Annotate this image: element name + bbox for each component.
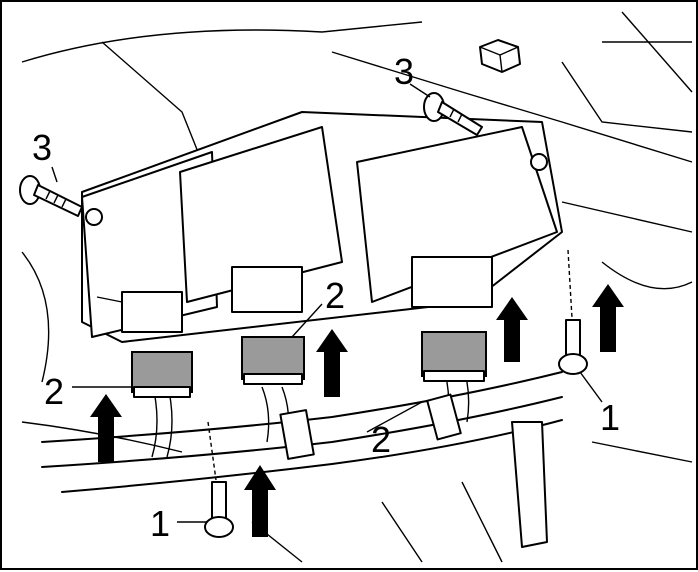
callout-2-mid: 2 xyxy=(325,275,346,316)
direction-arrows xyxy=(90,284,624,537)
callout-1-bottom: 1 xyxy=(150,503,171,544)
sensor-module-right xyxy=(356,126,558,308)
arrow-up-icon xyxy=(592,284,624,352)
bolt-3-top xyxy=(423,92,483,136)
bolt-1-right xyxy=(558,249,588,375)
arrow-up-icon xyxy=(90,394,122,462)
arrow-up-icon xyxy=(244,465,276,537)
arrow-up-icon xyxy=(496,297,528,362)
leader-lines xyxy=(51,83,603,523)
callout-1-right: 1 xyxy=(600,397,621,438)
connectors xyxy=(131,331,487,398)
callout-2-left: 2 xyxy=(44,371,65,412)
background-structure xyxy=(21,11,693,563)
sensor-module-left xyxy=(81,126,343,338)
callout-3-top: 3 xyxy=(394,51,415,92)
bolt-1-bottom xyxy=(204,421,234,538)
arrow-up-icon xyxy=(316,329,348,397)
bolt-3-left xyxy=(19,175,83,217)
callout-3-left: 3 xyxy=(32,127,53,168)
wiring-harness xyxy=(41,361,563,548)
hex-nut-icon xyxy=(479,39,521,73)
callout-2-bottom: 2 xyxy=(371,419,392,460)
